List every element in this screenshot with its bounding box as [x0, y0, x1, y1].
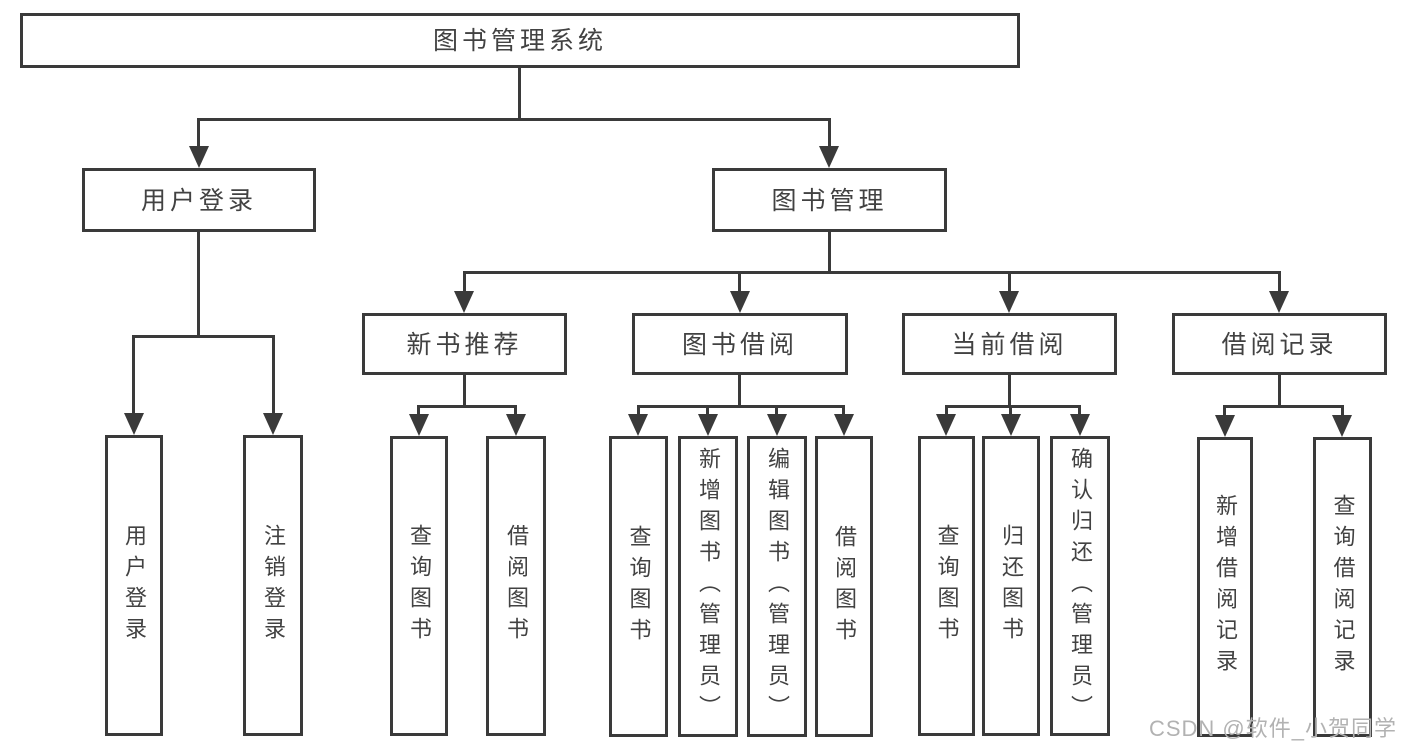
node-library-system: 图书管理系统: [20, 13, 1020, 68]
node-new-book-recommendation: 新书推荐: [362, 313, 567, 375]
leaf-borrowing-query-books: 查询图书: [609, 436, 668, 737]
connector-borrowrecords-stub: [1278, 375, 1281, 405]
leaf-records-add-record: 新增借阅记录: [1197, 437, 1253, 737]
connector-leaf-br-add-shaft: [1223, 405, 1226, 417]
node-user-login: 用户登录: [82, 168, 316, 232]
arrowhead-currentborrow: [999, 291, 1019, 313]
connector-userlogin-stub: [197, 232, 200, 335]
arrowhead-leaf-logout: [263, 413, 283, 435]
connector-leaf-cb-confirm-shaft: [1078, 405, 1081, 417]
arrowhead-leaf-cb-query: [936, 414, 956, 436]
connector-leaf-cb-query-shaft: [945, 405, 948, 417]
connector-userlogin-shaft: [197, 118, 200, 148]
arrowhead-newbook: [454, 291, 474, 313]
connector-leaf-nb-query-shaft: [417, 405, 420, 417]
connector-bookborrow-bus: [637, 405, 845, 408]
connector-newbook-stub: [463, 375, 466, 405]
connector-leaf-logout-shaft: [272, 335, 275, 415]
leaf-newbook-borrow-books: 借阅图书: [486, 436, 546, 736]
leaf-user-login: 用户登录: [105, 435, 163, 736]
arrowhead-bookmgmt: [819, 146, 839, 168]
arrowhead-borrowrecords: [1269, 291, 1289, 313]
arrowhead-leaf-br-add: [1215, 415, 1235, 437]
connector-leaf-bb-add-shaft: [706, 405, 709, 417]
arrowhead-leaf-bb-borrow: [834, 414, 854, 436]
connector-level2-bus: [197, 118, 831, 121]
watermark: CSDN @软件_小贺同学: [1148, 716, 1397, 741]
connector-userlogin-bus: [132, 335, 275, 338]
connector-leaf-bb-edit-shaft: [775, 405, 778, 417]
arrowhead-leaf-bb-query: [628, 414, 648, 436]
arrowhead-leaf-cb-return: [1001, 414, 1021, 436]
node-book-management: 图书管理: [712, 168, 947, 232]
leaf-current-return-books: 归还图书: [982, 436, 1040, 736]
connector-leaf-cb-return-shaft: [1009, 405, 1012, 417]
arrowhead-leaf-userlogin: [124, 413, 144, 435]
connector-currentborrow-stub: [1008, 375, 1011, 405]
node-book-borrowing: 图书借阅: [632, 313, 848, 375]
node-borrowing-records: 借阅记录: [1172, 313, 1387, 375]
leaf-borrowing-borrow-books: 借阅图书: [815, 436, 873, 737]
connector-borrowrecords-shaft: [1278, 271, 1281, 293]
connector-bookborrow-stub: [738, 375, 741, 405]
arrowhead-leaf-br-query: [1332, 415, 1352, 437]
connector-currentborrow-shaft: [1008, 271, 1011, 293]
connector-leaf-userlogin-shaft: [132, 335, 135, 415]
arrowhead-leaf-bb-edit: [767, 414, 787, 436]
connector-currentborrow-bus: [945, 405, 1081, 408]
connector-borrowrecords-bus: [1223, 405, 1344, 408]
leaf-borrowing-add-books-admin: 新增图书（管理员）: [678, 436, 738, 737]
connector-bookmgmt-stub: [828, 232, 831, 271]
node-current-borrowing: 当前借阅: [902, 313, 1117, 375]
arrowhead-userlogin: [189, 146, 209, 168]
connector-leaf-bb-borrow-shaft: [842, 405, 845, 417]
arrowhead-leaf-nb-query: [409, 414, 429, 436]
arrowhead-leaf-bb-add: [698, 414, 718, 436]
leaf-records-query-record: 查询借阅记录: [1313, 437, 1372, 737]
arrowhead-leaf-cb-confirm: [1070, 414, 1090, 436]
connector-newbook-shaft: [463, 271, 466, 293]
arrowhead-bookborrow: [730, 291, 750, 313]
leaf-current-confirm-return-admin: 确认归还（管理员）: [1050, 436, 1110, 736]
connector-leaf-br-query-shaft: [1341, 405, 1344, 417]
leaf-newbook-query-books: 查询图书: [390, 436, 448, 736]
connector-root-stub: [518, 68, 521, 118]
connector-newbook-bus: [417, 405, 517, 408]
connector-bookborrow-shaft: [738, 271, 741, 293]
leaf-borrowing-edit-books-admin: 编辑图书（管理员）: [747, 436, 807, 737]
connector-bookmgmt-shaft: [828, 118, 831, 148]
arrowhead-leaf-nb-borrow: [506, 414, 526, 436]
leaf-current-query-books: 查询图书: [918, 436, 975, 736]
connector-leaf-nb-borrow-shaft: [514, 405, 517, 417]
leaf-logout: 注销登录: [243, 435, 303, 736]
connector-level3-bus: [463, 271, 1281, 274]
connector-leaf-bb-query-shaft: [637, 405, 640, 417]
